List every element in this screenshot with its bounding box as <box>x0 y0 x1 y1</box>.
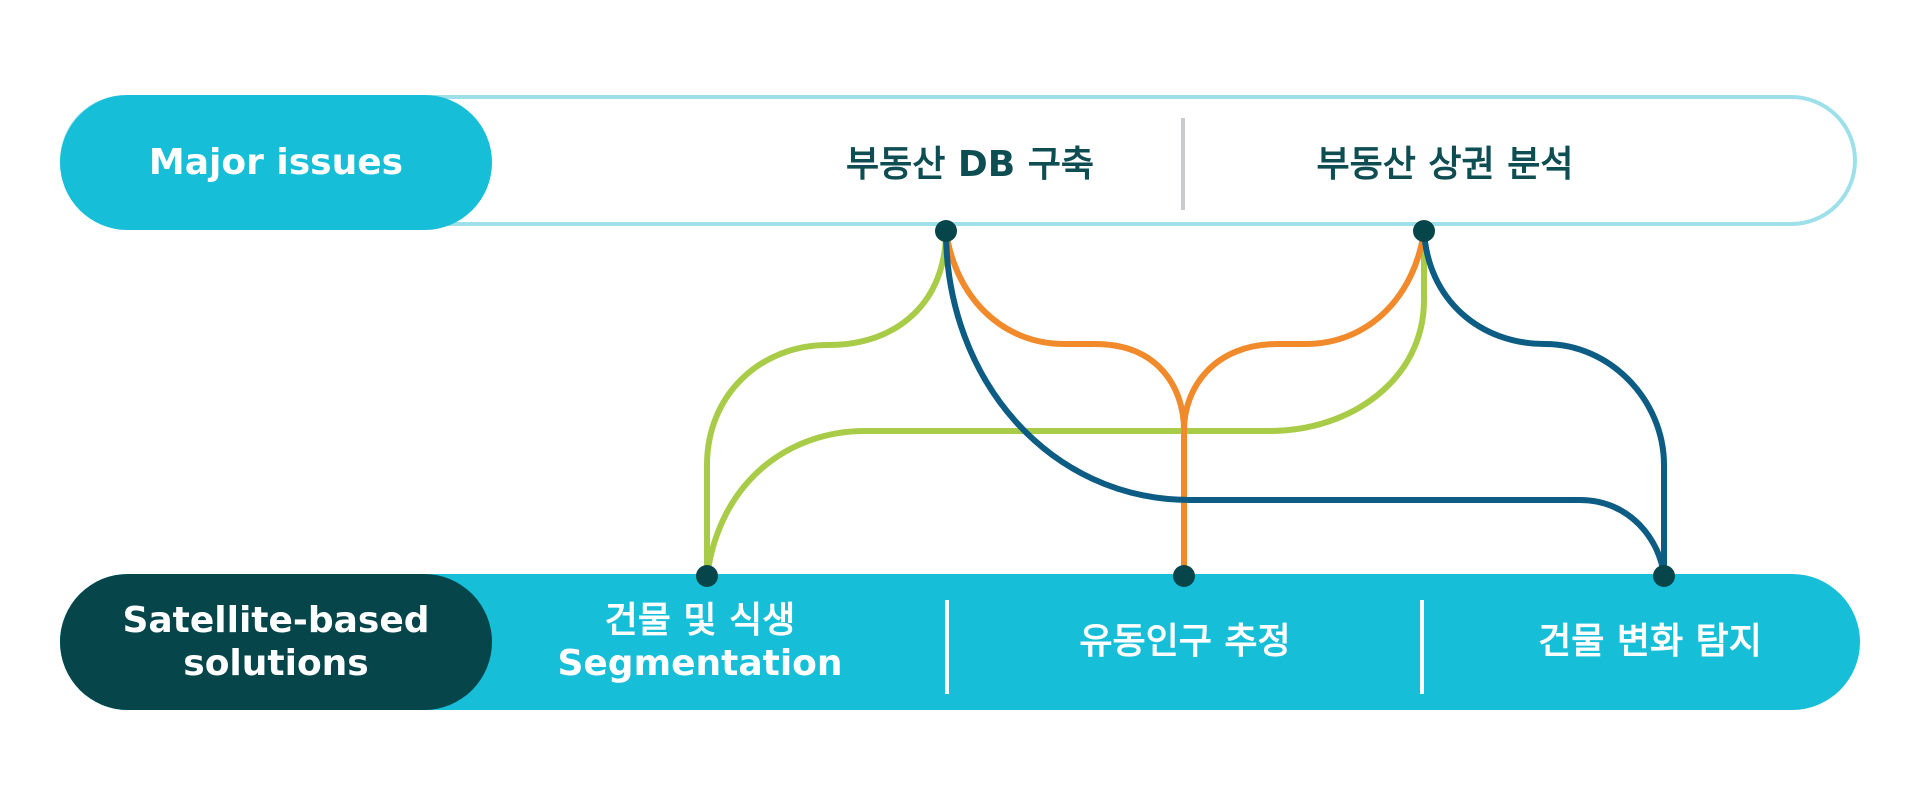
solutions-label-line2: solutions <box>183 643 369 684</box>
solution-segmentation: 건물 및 식생 Segmentation <box>540 574 860 710</box>
issue-commercial-analysis: 부동산 상권 분석 <box>1290 95 1600 226</box>
connector-db-to-change-detection <box>943 228 1667 579</box>
major-issues-label-text: Major issues <box>148 142 404 183</box>
major-issues-label: Major issues <box>60 95 492 230</box>
issue-real-estate-db-label: 부동산 DB 구축 <box>846 143 1094 185</box>
node-dot-segmentation <box>696 565 718 587</box>
connector-db-to-segmentation <box>704 228 949 579</box>
issues-divider <box>1181 118 1185 210</box>
connector-db-to-population <box>943 228 1187 579</box>
solutions-divider-2 <box>1420 600 1424 694</box>
node-dot-population <box>1173 565 1195 587</box>
issue-real-estate-db: 부동산 DB 구축 <box>820 95 1120 226</box>
solution-change-detection-label: 건물 변화 탐지 <box>1538 621 1762 663</box>
solutions-label-line1: Satellite-based <box>122 599 430 641</box>
solutions-divider-1 <box>945 600 949 694</box>
solution-population-estimation: 유동인구 추정 <box>1000 574 1370 710</box>
solution-segmentation-line2: Segmentation <box>557 643 843 684</box>
node-dot-commercial <box>1413 220 1435 242</box>
connector-commercial-to-change-detection <box>1421 228 1667 579</box>
solutions-label: Satellite-based solutions <box>60 574 492 710</box>
issue-commercial-analysis-label: 부동산 상권 분석 <box>1316 143 1574 185</box>
connector-commercial-to-population <box>1181 228 1427 433</box>
connector-commercial-to-segmentation <box>704 228 1427 579</box>
solution-segmentation-line1: 건물 및 식생 <box>604 599 796 641</box>
solution-change-detection: 건물 변화 탐지 <box>1480 574 1820 710</box>
solution-population-estimation-label: 유동인구 추정 <box>1079 621 1291 663</box>
node-dot-db <box>935 220 957 242</box>
node-dot-change-detection <box>1653 565 1675 587</box>
